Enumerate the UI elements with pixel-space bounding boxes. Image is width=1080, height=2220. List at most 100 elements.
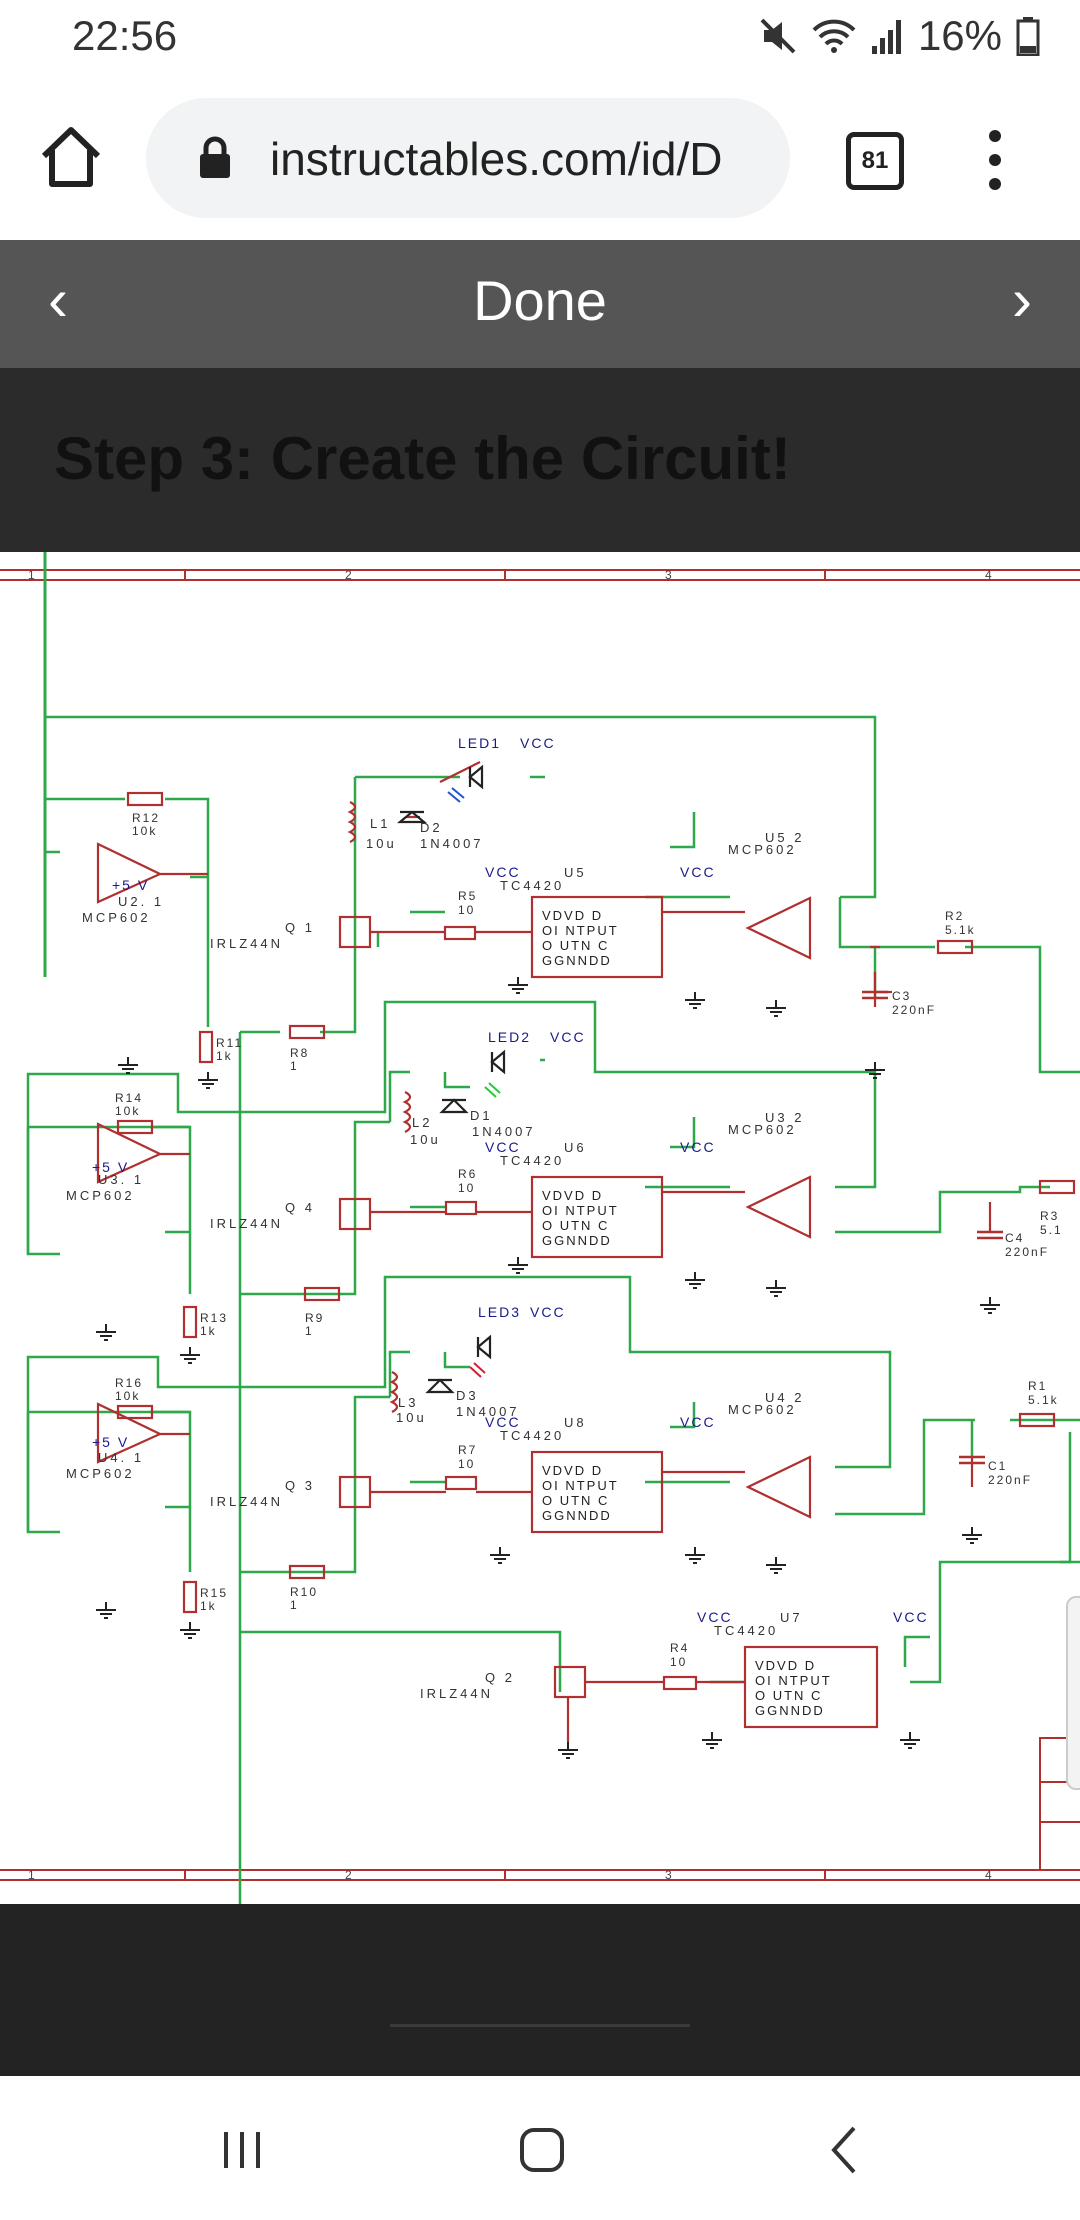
driver-text: OI NTPUT: [542, 1203, 619, 1218]
circuit-schematic-image: 1 2 3 4 1 2 3 4: [0, 452, 1080, 2012]
driver-text: GGNNDD: [542, 953, 612, 968]
mosfet-label: Q 1: [285, 920, 315, 935]
resistor-label: R10: [290, 1585, 318, 1599]
home-button-icon[interactable]: [512, 2120, 572, 2180]
opamp-part: MCP602: [728, 842, 797, 857]
capacitor-label: C1: [988, 1459, 1007, 1473]
driver-part: TC4420: [500, 878, 564, 893]
driver-text: GGNNDD: [755, 1703, 825, 1718]
lock-icon: [200, 136, 230, 178]
status-time: 22:56: [72, 12, 178, 59]
diode-label: D3: [456, 1388, 479, 1403]
mute-icon: [760, 18, 796, 54]
opamp-label: U2. 1: [118, 894, 164, 909]
border-number: 1: [28, 1868, 35, 1882]
mosfet-label: Q 3: [285, 1478, 315, 1493]
driver-label: U7: [780, 1610, 803, 1625]
plus5v-label: +5 V: [92, 1159, 129, 1175]
divider: [390, 2024, 690, 2027]
resistor-value: 1k: [216, 1049, 233, 1063]
browser-toolbar: instructables.com/id/D 81: [0, 80, 1080, 240]
driver-part: TC4420: [500, 1428, 564, 1443]
vcc-label: VCC: [485, 1414, 521, 1430]
capacitor-label: C4: [1005, 1231, 1024, 1245]
address-bar[interactable]: instructables.com/id/D: [146, 98, 790, 218]
driver-text: OI NTPUT: [755, 1673, 832, 1688]
resistor-value: 10k: [115, 1104, 140, 1118]
driver-text: O UTN C: [542, 1493, 609, 1508]
plus5v-label: +5 V: [112, 877, 149, 893]
driver-label: U5: [564, 865, 587, 880]
next-image-button[interactable]: ›: [1012, 266, 1032, 333]
driver-text: VDVD D: [542, 908, 603, 923]
resistor-label: R9: [305, 1311, 324, 1325]
resistor-value: 10k: [132, 824, 157, 838]
back-icon[interactable]: [816, 2120, 876, 2180]
vcc-label: VCC: [697, 1609, 733, 1625]
driver-text: VDVD D: [542, 1188, 603, 1203]
driver-text: GGNNDD: [542, 1233, 612, 1248]
opamp-part: MCP602: [728, 1122, 797, 1137]
driver-part: TC4420: [500, 1153, 564, 1168]
lightbox-header: ‹ Done ›: [0, 240, 1080, 368]
opamp-label: U4. 1: [98, 1450, 144, 1465]
vcc-label: VCC: [550, 1029, 586, 1045]
resistor-label: R3: [1040, 1209, 1059, 1223]
resistor-label: R14: [115, 1091, 143, 1105]
mosfet-part: IRLZ44N: [210, 1494, 283, 1509]
opamp-label: U5 2: [765, 830, 804, 845]
border-number: 4: [985, 1868, 992, 1882]
vcc-label: VCC: [530, 1304, 566, 1320]
opamp-part: MCP602: [66, 1466, 135, 1481]
border-number: 2: [345, 1868, 352, 1882]
overflow-menu-icon[interactable]: [980, 130, 1010, 190]
tab-switcher-button[interactable]: 81: [846, 132, 904, 190]
previous-image-button[interactable]: ‹: [48, 266, 68, 333]
capacitor-label: C3: [892, 989, 911, 1003]
step-title: Step 3: Create the Circuit!: [54, 425, 791, 492]
home-icon[interactable]: [36, 122, 106, 192]
driver-text: O UTN C: [542, 938, 609, 953]
wifi-icon: [812, 19, 856, 53]
mosfet-label: Q 2: [485, 1670, 515, 1685]
mosfet-part: IRLZ44N: [210, 936, 283, 951]
driver-part: TC4420: [714, 1623, 778, 1638]
resistor-value: 1: [305, 1324, 314, 1338]
opamp-part: MCP602: [728, 1402, 797, 1417]
resistor-value: 10k: [115, 1389, 140, 1403]
driver-label: U6: [564, 1140, 587, 1155]
driver-text: VDVD D: [755, 1658, 816, 1673]
resistor-value: 10: [458, 1457, 475, 1471]
url-text[interactable]: instructables.com/id/D: [270, 133, 723, 185]
diode-part: 1N4007: [420, 836, 484, 851]
battery-percent: 16%: [917, 12, 1002, 59]
driver-text: O UTN C: [755, 1688, 822, 1703]
inductor-value: 10u: [366, 836, 397, 851]
resistor-label: R8: [290, 1046, 309, 1060]
diode-part: 1N4007: [456, 1404, 520, 1419]
border-number: 3: [665, 568, 672, 582]
vcc-label: VCC: [680, 1139, 716, 1155]
done-button[interactable]: Done: [473, 269, 607, 332]
recent-apps-icon[interactable]: [212, 2120, 272, 2180]
opamp-part: MCP602: [66, 1188, 135, 1203]
led-label: LED1: [458, 735, 501, 751]
resistor-label: R13: [200, 1311, 228, 1325]
inductor-label: L1: [370, 816, 390, 831]
resistor-label: R4: [670, 1641, 689, 1655]
inductor-label: L2: [412, 1115, 432, 1130]
lightbox-footer: [0, 1904, 1080, 2076]
status-icons: 16%: [758, 12, 1040, 60]
capacitor-value: 220nF: [1005, 1245, 1049, 1259]
mosfet-label: Q 4: [285, 1200, 315, 1215]
driver-text: VDVD D: [542, 1463, 603, 1478]
side-panel-handle[interactable]: [1066, 1596, 1080, 1790]
resistor-label: R12: [132, 811, 160, 825]
led-label: LED3: [478, 1304, 521, 1320]
resistor-label: R6: [458, 1167, 477, 1181]
resistor-label: R15: [200, 1586, 228, 1600]
vcc-label: VCC: [680, 1414, 716, 1430]
border-number: 3: [665, 1868, 672, 1882]
led-label: LED2: [488, 1029, 531, 1045]
opamp-part: MCP602: [82, 910, 151, 925]
